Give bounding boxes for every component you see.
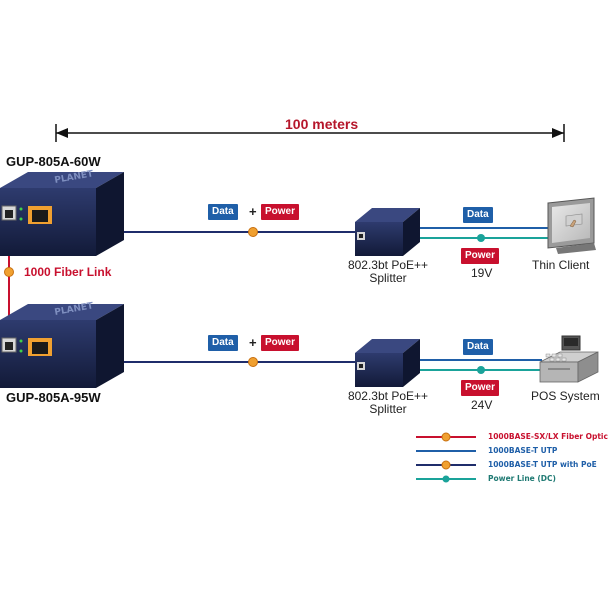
media-converter-top: PLANET: [0, 169, 124, 256]
thin-client-icon: [547, 197, 596, 254]
legend-utp-poe-text: 1000BASE-T UTP with PoE: [488, 460, 597, 469]
bottom-output-power-tag: Power: [461, 380, 500, 396]
legend-dc-text: Power Line (DC): [488, 474, 556, 483]
pos-system-icon: [539, 335, 599, 383]
top-voltage: 19V: [471, 266, 493, 280]
top-output-data-tag: Data: [463, 207, 493, 223]
top-power-tag: Power: [261, 204, 300, 220]
splitter-top-label: 802.3bt PoE++ Splitter: [340, 259, 436, 285]
legend-fiber-text: 1000BASE-SX/LX Fiber Optic: [488, 432, 608, 441]
bottom-output-lines: [420, 359, 542, 374]
splitter-bottom-label-line1: 802.3bt PoE++: [347, 389, 429, 403]
poe-splitter-top: [355, 208, 420, 256]
pos-system-label: POS System: [531, 389, 600, 403]
bottom-plus-sign: +: [249, 335, 257, 350]
splitter-top-label-line2: Splitter: [369, 271, 407, 285]
thin-client-label: Thin Client: [532, 258, 590, 272]
top-data-tag: Data: [208, 204, 238, 220]
top-plus-sign: +: [249, 204, 257, 219]
top-output-lines: [420, 227, 548, 242]
media-converter-bottom: PLANET: [0, 301, 124, 388]
fiber-link-label: 1000 Fiber Link: [24, 265, 112, 279]
legend-lines: [416, 432, 476, 483]
bottom-power-tag: Power: [261, 335, 300, 351]
splitter-top-label-line1: 802.3bt PoE++: [347, 258, 429, 272]
splitter-bottom-label: 802.3bt PoE++ Splitter: [340, 390, 436, 416]
bottom-output-data-tag: Data: [463, 339, 493, 355]
poe-splitter-bottom: [355, 339, 420, 387]
top-model-label: GUP-805A-60W: [6, 154, 101, 169]
bottom-data-tag: Data: [208, 335, 238, 351]
top-output-power-tag: Power: [461, 248, 500, 264]
splitter-bottom-label-line2: Splitter: [369, 402, 407, 416]
distance-arrow: [55, 124, 565, 142]
bottom-voltage: 24V: [471, 398, 493, 412]
bottom-model-label: GUP-805A-95W: [6, 390, 101, 405]
legend-utp-text: 1000BASE-T UTP: [488, 446, 558, 455]
distance-label: 100 meters: [285, 116, 359, 132]
